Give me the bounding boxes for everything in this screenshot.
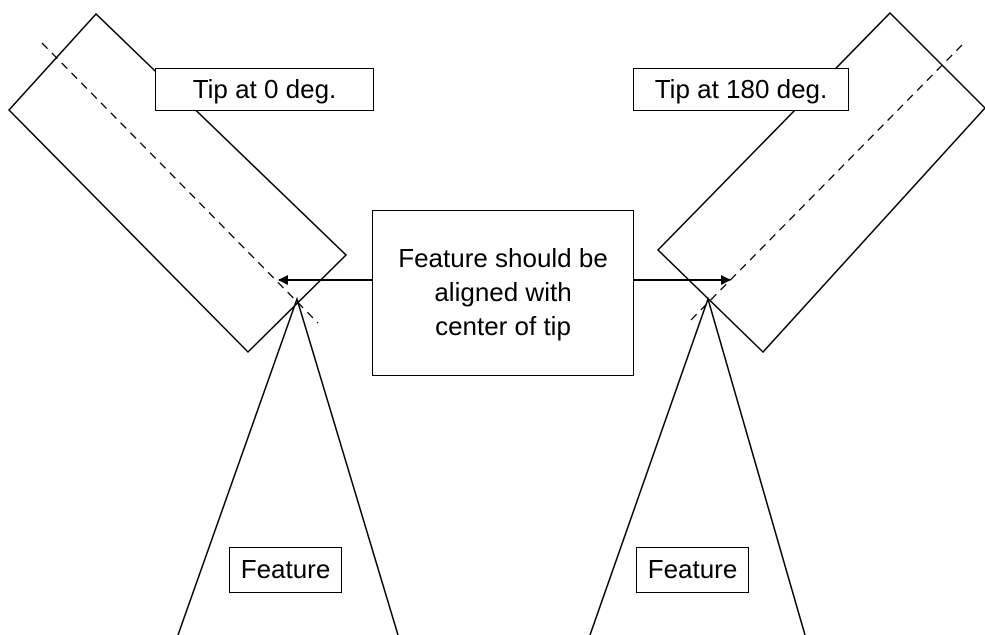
feature-right-cone (589, 296, 806, 635)
feature-left-cone (177, 296, 399, 635)
tip-right-label-text: Tip at 180 deg. (654, 73, 828, 104)
feature-right-label: Feature (636, 547, 749, 593)
tip-right-label: Tip at 180 deg. (633, 68, 849, 111)
tip-right-rectangle (656, 11, 985, 354)
feature-left-label-text: Feature (240, 554, 331, 585)
tip-right-centerline (687, 44, 963, 324)
tip-left-label-text: Tip at 0 deg. (192, 73, 337, 104)
tip-left-rectangle (7, 12, 348, 354)
feature-right-label-text: Feature (647, 554, 738, 585)
alignment-note-line-3: center of tip (435, 310, 571, 341)
tip-left-centerline (41, 42, 319, 324)
alignment-note-line-2: aligned with (434, 277, 572, 308)
feature-left-label: Feature (229, 547, 342, 593)
alignment-note-box: Feature should be aligned with center of… (372, 210, 634, 376)
alignment-note-line-1: Feature should be (398, 243, 608, 274)
tip-left-label: Tip at 0 deg. (155, 68, 374, 111)
